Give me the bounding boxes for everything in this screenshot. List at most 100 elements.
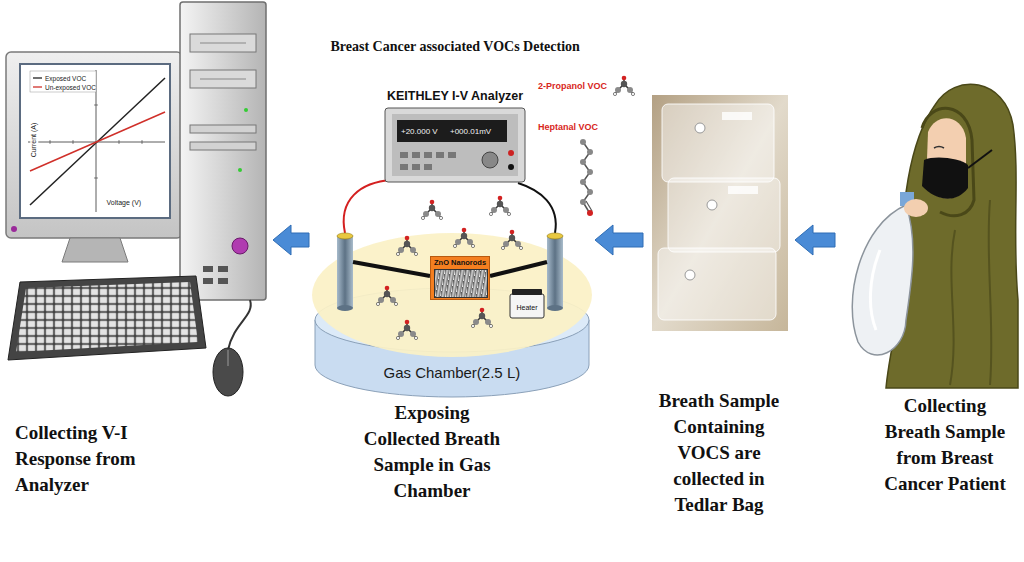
legend-text: Exposed VOC xyxy=(45,75,86,82)
heater-label: Heater xyxy=(517,304,538,312)
tedlar-bag-photo xyxy=(652,95,788,331)
gas-chamber-illustration-part xyxy=(547,233,563,239)
computer-illustration-part xyxy=(73,140,74,144)
instrument-name: KEITHLEY I-V Analyzer xyxy=(387,89,523,103)
gas-chamber-illustration-part xyxy=(337,305,353,311)
voc-molecule-icon-part xyxy=(587,189,593,195)
computer-illustration-part xyxy=(33,86,42,87)
gas-chamber-illustration-part xyxy=(376,286,397,306)
axis-title: Current (A) xyxy=(30,122,38,159)
iv-analyzer-illustration xyxy=(385,108,525,182)
computer-illustration-part xyxy=(238,168,242,172)
iv-analyzer-illustration-part xyxy=(392,114,518,176)
patient-figure xyxy=(852,84,1018,388)
voc-molecule-icon-part xyxy=(586,201,592,211)
voc-molecule-icon-part xyxy=(580,139,586,145)
iv-analyzer-illustration-part xyxy=(448,152,456,158)
computer-illustration-part xyxy=(228,300,251,350)
flow-arrow xyxy=(795,225,835,255)
patient-figure-part xyxy=(904,199,928,217)
patient-figure-part xyxy=(968,150,992,168)
display-reading: +000.01mV xyxy=(450,127,491,136)
computer-illustration-part xyxy=(30,71,96,92)
flow-arrow xyxy=(595,225,643,255)
gas-chamber-illustration-part xyxy=(547,236,563,308)
diagram-title: Breast Cancer associated VOCs Detection xyxy=(331,39,580,55)
gas-chamber-illustration-part xyxy=(337,236,353,308)
computer-illustration-part xyxy=(6,52,182,238)
computer-illustration-part xyxy=(218,278,228,284)
sensor-label: ZnO Nanorods xyxy=(434,259,486,267)
gas-chamber-illustration-part xyxy=(471,308,492,328)
tedlar-bag-photo-part xyxy=(695,123,705,133)
computer-illustration-part xyxy=(232,238,248,254)
axis-title: Voltage (V) xyxy=(106,199,143,207)
computer-illustration-part xyxy=(94,105,98,106)
patient-figure-part xyxy=(950,230,955,385)
gas-chamber-illustration-part xyxy=(421,200,442,220)
computer-illustration-part xyxy=(244,108,248,112)
gas-chamber-illustration-part xyxy=(396,320,417,340)
gas-chamber-illustration-part xyxy=(501,230,522,250)
tedlar-bag-photo-part xyxy=(662,104,774,182)
tedlar-bag-photo-part xyxy=(652,95,788,331)
tedlar-bag-photo-part xyxy=(685,270,695,280)
gas-chamber-illustration-part xyxy=(547,305,563,311)
iv-analyzer-illustration-part xyxy=(436,152,444,158)
patient-figure-part xyxy=(922,108,974,215)
iv-analyzer-illustration-part xyxy=(397,120,507,142)
voc-name: Heptanal VOC xyxy=(538,122,598,132)
computer-illustration-part xyxy=(8,276,206,360)
legend-text: Un-exposed VOC xyxy=(45,84,96,91)
gas-chamber-illustration-part xyxy=(489,196,510,216)
gas-chamber-illustration-part xyxy=(344,180,392,233)
computer-illustration-part xyxy=(50,140,51,144)
voc-molecule-icon-part xyxy=(580,159,586,165)
gas-chamber-illustration-part xyxy=(337,233,353,239)
patient-figure-part xyxy=(989,200,992,385)
voc-molecule-icon-part xyxy=(587,169,593,175)
gas-chamber-illustration-part xyxy=(490,262,547,276)
computer-illustration-part xyxy=(30,78,165,205)
stage-caption: Breath Sample Containing VOCS are collec… xyxy=(648,388,790,518)
sensor-box: ZnO Nanorods xyxy=(430,256,490,300)
tedlar-bag-photo-part xyxy=(658,248,776,320)
patient-figure-part xyxy=(934,147,944,149)
iv-analyzer-illustration-part xyxy=(482,152,498,168)
voc-molecule-icon-part xyxy=(613,76,634,96)
gas-chamber-illustration xyxy=(312,180,592,397)
computer-illustration-part xyxy=(190,70,256,88)
tedlar-bag-photo-part xyxy=(722,112,752,120)
display-reading: +20.000 V xyxy=(401,127,438,136)
computer-illustration-part xyxy=(62,238,128,262)
gas-chamber-illustration-part xyxy=(396,236,417,256)
stage-panel: Breath Sample Containing VOCS are collec… xyxy=(646,88,792,538)
stage-caption: Collecting Breath Sample from Breast Can… xyxy=(874,393,1016,497)
stage-caption: Collecting V-I Response from Analyzer xyxy=(15,420,205,498)
tedlar-bag-photo-part xyxy=(668,178,780,252)
computer-illustration-part xyxy=(190,142,256,150)
voc-molecule-icon xyxy=(580,76,635,216)
stage-panel: Exposing Collected Breath Sample in Gas … xyxy=(312,60,592,535)
computer-illustration-part xyxy=(33,77,42,78)
iv-analyzer-illustration-part xyxy=(412,152,420,158)
gas-chamber-illustration-part xyxy=(312,233,592,357)
computer-illustration-part xyxy=(20,64,170,218)
computer-illustration-part xyxy=(11,226,17,232)
patient-figure-part xyxy=(870,250,880,330)
computer-illustration-part xyxy=(203,266,213,272)
voc-molecule-icon-part xyxy=(580,199,586,205)
computer-illustration-part xyxy=(213,348,243,396)
voc-name: 2-Propanol VOC xyxy=(538,81,607,91)
computer-illustration-part xyxy=(190,34,256,52)
computer-illustration-part xyxy=(200,79,246,80)
tedlar-bag-photo-part xyxy=(707,200,717,210)
iv-analyzer-illustration-part xyxy=(385,108,525,182)
gas-chamber-illustration-part xyxy=(453,228,474,248)
stage-caption: Exposing Collected Breath Sample in Gas … xyxy=(357,400,507,504)
gas-chamber-illustration-part xyxy=(353,262,430,276)
gas-chamber-illustration-part xyxy=(518,183,556,233)
computer-illustration-part xyxy=(200,43,246,44)
iv-analyzer-illustration-part xyxy=(508,150,514,156)
